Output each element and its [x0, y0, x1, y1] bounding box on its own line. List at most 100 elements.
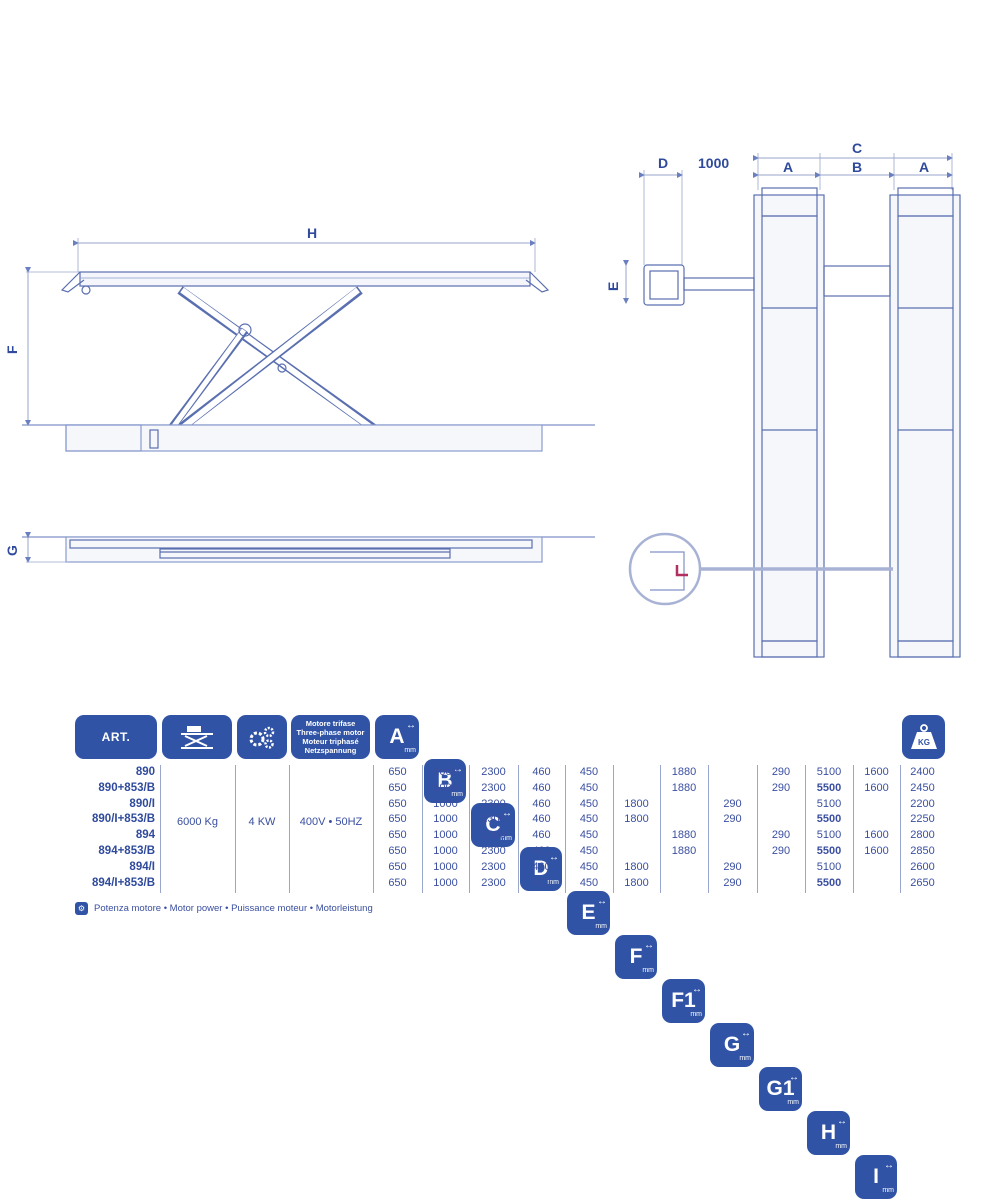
header-motor: Motore trifase Three-phase motor Moteur … — [291, 715, 370, 759]
header-art-label: ART. — [101, 730, 131, 744]
cell-kg: 2800 — [910, 829, 935, 842]
scissor-lift-icon — [181, 726, 213, 749]
cell-a: 650 — [388, 766, 407, 778]
header-a: A↔mm — [375, 715, 419, 759]
cell-i — [853, 876, 900, 892]
cell-b: 1000 — [433, 860, 458, 873]
cell-g1 — [757, 797, 805, 813]
col-divider — [160, 765, 161, 893]
unit-label: mm — [595, 923, 607, 930]
header-b-letter: B — [437, 769, 453, 792]
header-e: E↔mm — [567, 891, 610, 935]
dim-label-c: C — [852, 140, 862, 156]
voltage-value: 400V • 50HZ — [299, 816, 363, 828]
motor-power-icon: ⚙ — [75, 902, 88, 915]
col-divider — [660, 765, 661, 893]
cell-b: 1000 — [433, 797, 458, 810]
col-divider — [373, 765, 374, 893]
cell-i: 1600 — [864, 781, 889, 794]
cell-i — [853, 812, 900, 828]
plan-view — [623, 153, 961, 658]
cell-b: 1000 — [433, 876, 458, 889]
cell-g1 — [757, 860, 805, 876]
dim-label-e: E — [605, 282, 621, 291]
article-code: 890 — [135, 766, 155, 778]
cell-h: 5500 — [816, 876, 842, 889]
header-g1: G1↔mm — [759, 1067, 802, 1111]
cell-kg: 2650 — [910, 876, 935, 889]
unit-label: mm — [451, 791, 463, 798]
lowered-elevation-view — [22, 532, 595, 563]
cell-i: 1600 — [864, 829, 889, 842]
cell-g1: 290 — [771, 829, 791, 842]
cell-i: 1600 — [864, 766, 889, 778]
dim-label-b: B — [852, 159, 862, 175]
dim-label-g: G — [4, 545, 20, 556]
cell-f: 1800 — [624, 797, 649, 810]
header-b: B↔mm — [424, 759, 466, 803]
dim-label-a-left: A — [783, 159, 793, 175]
cell-a: 650 — [388, 876, 407, 889]
header-d-letter: D — [533, 857, 549, 880]
header-f: F↔mm — [615, 935, 657, 979]
header-g: G↔mm — [710, 1023, 754, 1067]
header-art: ART. — [75, 715, 157, 759]
header-a-letter: A — [389, 725, 405, 748]
cell-i — [853, 797, 900, 813]
cell-e: 450 — [579, 797, 599, 810]
cell-f: 1800 — [624, 813, 649, 826]
gears-icon — [249, 726, 275, 749]
cell-e: 450 — [579, 781, 599, 794]
cell-c: 2300 — [481, 781, 506, 794]
article-code: 890/I+853/B — [92, 813, 155, 826]
cell-f — [613, 828, 660, 844]
unit-label: mm — [882, 1187, 894, 1194]
cell-e: 450 — [579, 766, 599, 778]
cell-kg: 2250 — [910, 813, 935, 826]
header-f-letter: F — [629, 945, 643, 968]
cell-c: 2300 — [481, 766, 506, 778]
cell-g — [708, 844, 757, 860]
col-divider — [805, 765, 806, 893]
cell-g: 290 — [723, 797, 742, 810]
cell-h: 5100 — [816, 797, 842, 810]
motor-header-it: Motore trifase — [305, 719, 356, 728]
cell-c: 2300 — [481, 813, 506, 826]
legend-text: Potenza motore • Motor power • Puissance… — [94, 903, 373, 914]
cell-f1 — [660, 860, 708, 876]
cell-i: 1600 — [864, 845, 889, 857]
article-code: 890/I — [129, 797, 155, 810]
cell-b: 1000 — [433, 781, 458, 794]
cell-f — [613, 844, 660, 860]
cell-e: 450 — [579, 860, 599, 873]
cell-kg: 2200 — [910, 797, 935, 810]
cell-a: 650 — [388, 860, 407, 873]
cell-f — [613, 781, 660, 797]
col-divider — [289, 765, 290, 893]
col-divider — [900, 765, 901, 893]
cell-g: 290 — [723, 876, 742, 889]
cell-g1: 290 — [771, 781, 791, 794]
unit-label: mm — [642, 967, 654, 974]
dim-label-d: D — [658, 155, 668, 171]
cell-h: 5100 — [816, 860, 842, 873]
cell-f: 1800 — [624, 876, 649, 889]
col-divider — [757, 765, 758, 893]
article-code: 894 — [135, 829, 155, 842]
cell-a: 650 — [388, 797, 407, 810]
cell-h: 5100 — [816, 829, 842, 842]
col-divider — [235, 765, 236, 893]
cell-e: 450 — [579, 876, 599, 889]
cell-f1: 1880 — [671, 845, 697, 857]
cell-f1: 1880 — [671, 766, 697, 778]
cell-f — [613, 765, 660, 781]
header-weight: KG — [902, 715, 945, 759]
cell-g — [708, 781, 757, 797]
unit-label: mm — [787, 1099, 799, 1106]
cell-a: 650 — [388, 845, 407, 857]
dim-label-d-value: 1000 — [698, 155, 729, 171]
unit-label: mm — [690, 1011, 702, 1018]
cell-d: 460 — [532, 876, 551, 889]
cell-b: 1000 — [433, 845, 458, 857]
power-value: 4 KW — [248, 816, 276, 828]
